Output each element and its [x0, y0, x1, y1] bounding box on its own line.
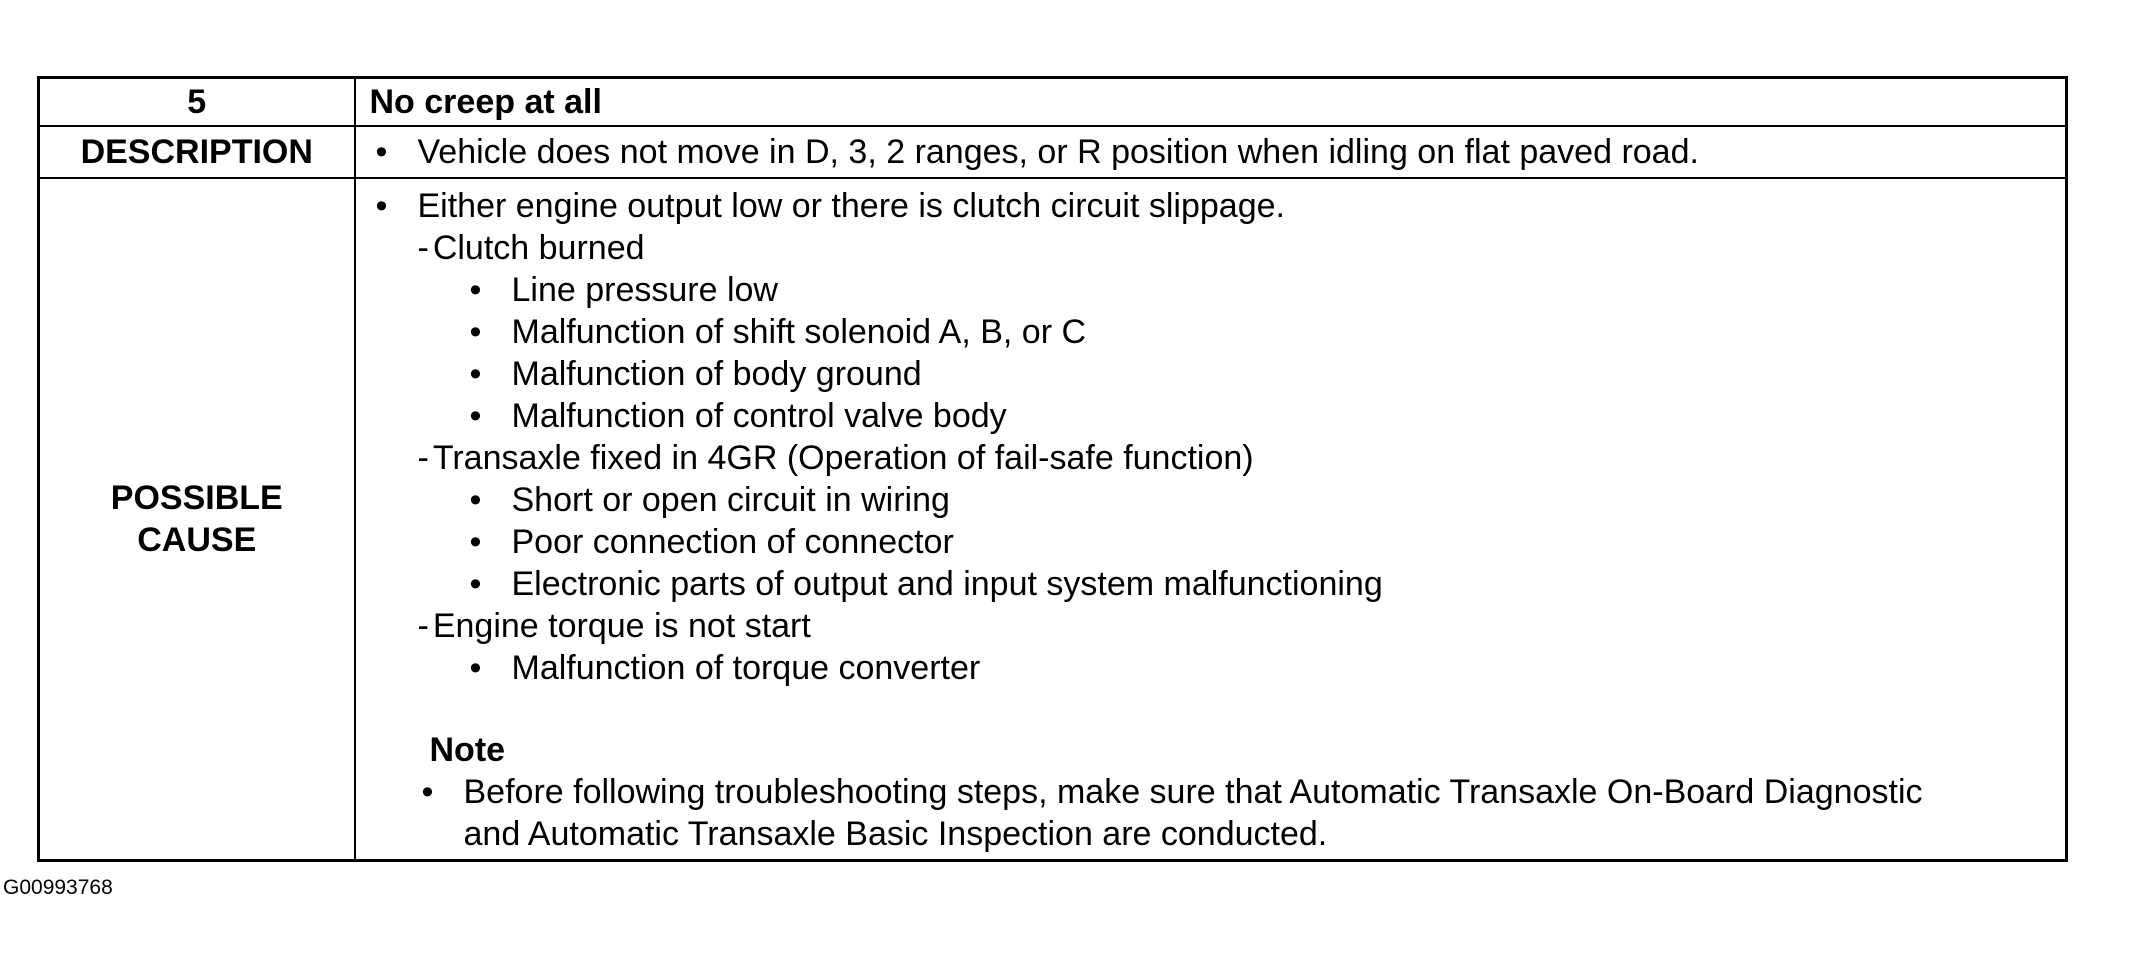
possible-cause-cell: • Either engine output low or there is c…	[353, 177, 2068, 862]
cause-item: • Poor connection of connector	[464, 521, 2066, 563]
cause-item-text: Poor connection of connector	[511, 523, 954, 561]
cause-item-text: Malfunction of shift solenoid A, B, or C	[511, 313, 1087, 351]
symptom-title: No creep at all	[353, 76, 2068, 127]
dash-icon: -	[417, 229, 429, 267]
bullet-icon: •	[469, 565, 482, 603]
cause-item: • Short or open circuit in wiring	[464, 479, 2066, 521]
note-text-line2: and Automatic Transaxle Basic Inspection…	[463, 815, 1328, 853]
cause-item-text: Electronic parts of output and input sys…	[511, 565, 1383, 603]
cause-item-text: Line pressure low	[511, 271, 778, 309]
symptom-row: 5 No creep at all	[37, 76, 2068, 127]
cause-item: • Malfunction of body ground	[464, 353, 2066, 395]
cause-item-text: Malfunction of torque converter	[511, 649, 981, 687]
bullet-icon: •	[375, 133, 388, 171]
note-text: Before following troubleshooting steps, …	[464, 771, 1923, 855]
cause-item: • Malfunction of torque converter	[464, 647, 2066, 689]
possible-cause-label: POSSIBLE CAUSE	[37, 177, 356, 862]
possible-cause-row: POSSIBLE CAUSE • Either engine output lo…	[37, 177, 2068, 862]
description-row: DESCRIPTION • Vehicle does not move in D…	[37, 125, 2068, 179]
cause-item: • Line pressure low	[464, 269, 2066, 311]
description-label: DESCRIPTION	[37, 125, 356, 179]
possible-cause-label-line2: CAUSE	[137, 521, 257, 559]
cause-summary-text: Either engine output low or there is clu…	[417, 187, 1285, 225]
description-item: • Vehicle does not move in D, 3, 2 range…	[370, 131, 2066, 173]
cause-group-heading-text: Clutch burned	[432, 229, 645, 267]
cause-item: • Malfunction of control valve body	[464, 395, 2066, 437]
cause-item-text: Malfunction of body ground	[511, 355, 922, 393]
dash-icon: -	[417, 439, 429, 477]
bullet-icon: •	[469, 271, 482, 309]
cause-list: • Either engine output low or there is c…	[370, 179, 2066, 859]
cause-item: • Malfunction of shift solenoid A, B, or …	[464, 311, 2066, 353]
bullet-icon: •	[375, 187, 388, 225]
cause-group-heading-text: Transaxle fixed in 4GR (Operation of fai…	[432, 439, 1254, 477]
bullet-icon: •	[469, 649, 482, 687]
bullet-icon: •	[469, 355, 482, 393]
bullet-icon: •	[469, 397, 482, 435]
description-cell: • Vehicle does not move in D, 3, 2 range…	[353, 125, 2068, 179]
symptom-number: 5	[37, 76, 356, 127]
cause-group-heading: -Transaxle fixed in 4GR (Operation of fa…	[418, 437, 2066, 479]
cause-group-heading: -Clutch burned	[418, 227, 2066, 269]
bullet-icon: •	[469, 313, 482, 351]
dash-icon: -	[417, 607, 429, 645]
cause-item: • Electronic parts of output and input sy…	[464, 563, 2066, 605]
note-title: Note	[429, 731, 506, 769]
cause-group-heading: -Engine torque is not start	[418, 605, 2066, 647]
cause-item-text: Malfunction of control valve body	[511, 397, 1007, 435]
cause-item-text: Short or open circuit in wiring	[511, 481, 950, 519]
bullet-icon: •	[469, 523, 482, 561]
troubleshooting-table: 5 No creep at all DESCRIPTION • Vehicle …	[37, 76, 2068, 862]
note-item: • Before following troubleshooting steps…	[416, 771, 2066, 855]
possible-cause-label-line1: POSSIBLE	[110, 479, 283, 517]
figure-code: G00993768	[3, 876, 113, 899]
bullet-icon: •	[421, 773, 434, 811]
description-text: Vehicle does not move in D, 3, 2 ranges,…	[417, 133, 1699, 171]
note-text-line1: Before following troubleshooting steps, …	[463, 773, 1923, 811]
bullet-icon: •	[469, 481, 482, 519]
cause-group-heading-text: Engine torque is not start	[432, 607, 811, 645]
cause-summary-item: • Either engine output low or there is c…	[370, 185, 2066, 227]
